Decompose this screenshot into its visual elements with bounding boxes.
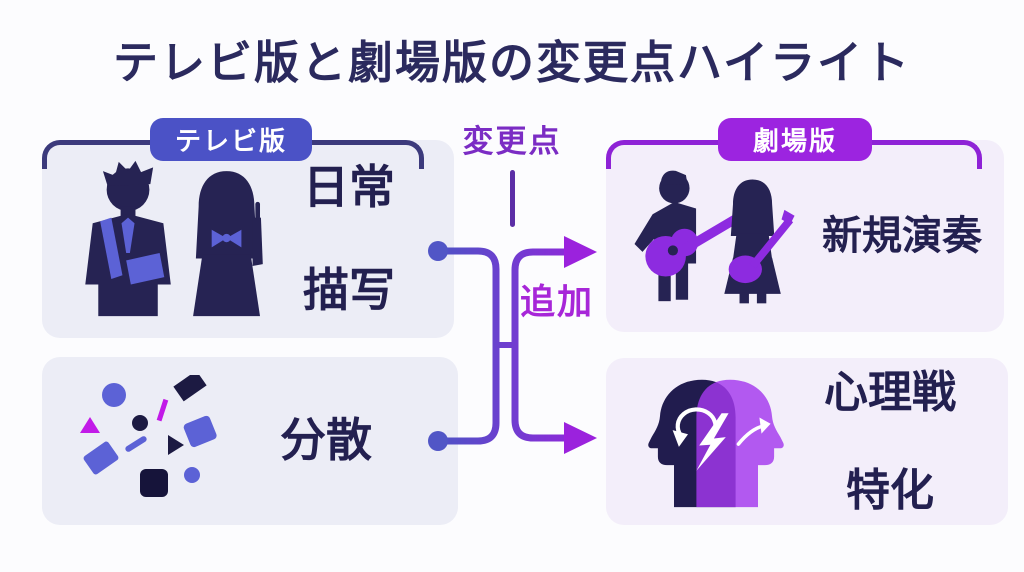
students-icon bbox=[72, 160, 277, 318]
tv-scattered-card: 分散 bbox=[42, 357, 458, 525]
guitar-duo-icon bbox=[628, 166, 796, 306]
changes-heading: 変更点 bbox=[462, 124, 562, 159]
changes-heading-tick bbox=[510, 170, 515, 227]
card-label-scattered: 分散 bbox=[280, 414, 372, 467]
movie-psychology-card: 心理戦 特化 bbox=[606, 358, 1008, 525]
tv-daily-life-card: 日常 描写 bbox=[42, 140, 454, 338]
card-label-new-performance: 新規演奏 bbox=[822, 213, 982, 258]
card-label-daily-life: 日常 描写 bbox=[303, 160, 395, 316]
movie-performance-card: 新規演奏 bbox=[606, 140, 1004, 332]
page-title: テレビ版と劇場版の変更点ハイライト bbox=[112, 37, 912, 88]
scatter-icon bbox=[76, 375, 246, 507]
tv-version-badge: テレビ版 bbox=[150, 118, 312, 161]
psychology-heads-icon bbox=[632, 375, 800, 509]
addition-edge-label: 追加 bbox=[520, 283, 595, 322]
movie-version-badge: 劇場版 bbox=[718, 118, 872, 161]
card-label-psychology: 心理戦 特化 bbox=[824, 367, 956, 516]
